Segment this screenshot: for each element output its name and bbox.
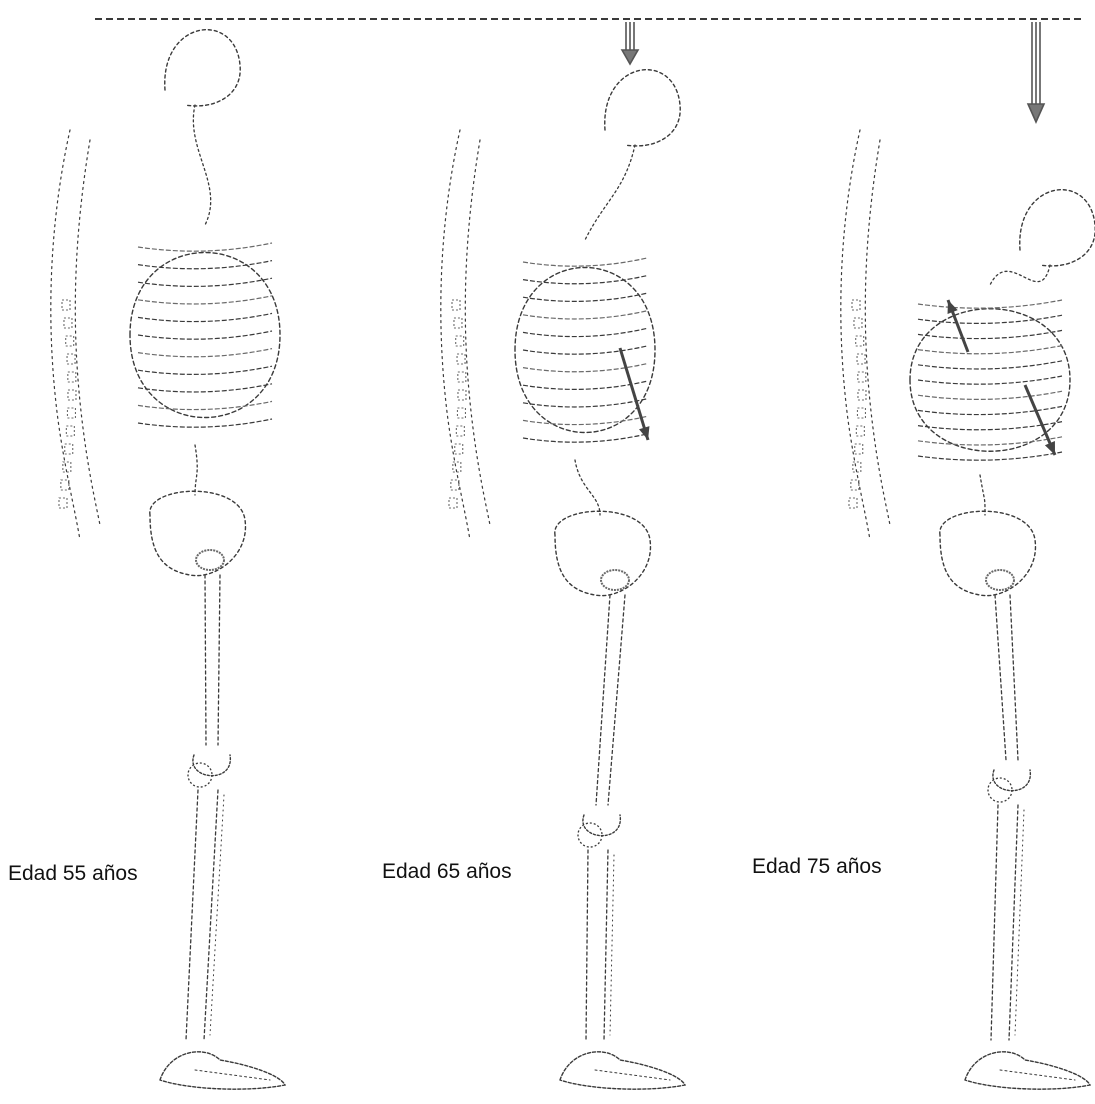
vertebra-mark (66, 426, 74, 436)
vertebra-mark (68, 390, 76, 400)
vertebra-mark (456, 336, 464, 346)
hip-joint-mark (986, 570, 1014, 590)
vertebra-mark (61, 480, 69, 490)
skeleton-age-75 (841, 130, 1095, 1089)
rib-mark (523, 381, 647, 389)
vertebra-mark (851, 480, 859, 490)
vertebra-mark (59, 498, 67, 508)
rib-mark (523, 328, 647, 336)
vertebra-mark (454, 318, 462, 328)
rib-mark (138, 313, 272, 321)
vertebra-mark (857, 408, 865, 418)
height-loss-arrow-65 (622, 22, 638, 64)
vertebra-mark (852, 300, 860, 310)
vertebra-mark (458, 372, 466, 382)
rib-mark (138, 243, 272, 251)
height-loss-arrow-75 (1028, 22, 1044, 122)
hip-joint-mark (601, 570, 629, 590)
vertebra-mark (456, 426, 464, 436)
vertebra-mark (457, 408, 465, 418)
vertebra-mark (66, 336, 74, 346)
vertebra-mark (64, 318, 72, 328)
rib-mark (918, 391, 1062, 399)
rib-mark (523, 258, 647, 266)
chest-compression-arrow-head (639, 426, 649, 440)
rib-mark (138, 419, 272, 427)
rib-mark (918, 376, 1062, 384)
rib-mark (138, 261, 272, 269)
vertebra-mark (67, 354, 75, 364)
vertebra-mark (452, 300, 460, 310)
skeleton-age-55 (51, 30, 285, 1089)
age-label-75: Edad 75 años (752, 855, 882, 879)
vertebra-mark (455, 444, 463, 454)
vertebra-mark (67, 408, 75, 418)
vertebra-mark (65, 444, 73, 454)
rib-mark (918, 315, 1062, 323)
rib-mark (523, 346, 647, 354)
age-label-65: Edad 65 años (382, 860, 512, 884)
rib-mark (523, 434, 647, 442)
rib-mark (523, 399, 647, 407)
vertebra-mark (858, 372, 866, 382)
vertebra-mark (451, 480, 459, 490)
vertebra-mark (854, 318, 862, 328)
rib-mark (918, 437, 1062, 445)
vertebra-mark (457, 354, 465, 364)
rib-mark (918, 452, 1062, 460)
rib-mark (918, 300, 1062, 308)
vertebra-mark (458, 390, 466, 400)
vertebra-mark (855, 444, 863, 454)
rib-mark (138, 296, 272, 304)
rib-mark (138, 278, 272, 286)
rib-mark (138, 366, 272, 374)
rib-mark (138, 331, 272, 339)
chest-compression-arrow (620, 348, 648, 440)
age-label-55: Edad 55 años (8, 862, 138, 886)
vertebra-mark (856, 426, 864, 436)
chest-compression-arrow-up-head (948, 300, 958, 314)
vertebra-mark (449, 498, 457, 508)
rib-mark (523, 311, 647, 319)
rib-mark (918, 346, 1062, 354)
hip-joint-mark (196, 550, 224, 570)
rib-mark (523, 416, 647, 424)
rib-mark (918, 330, 1062, 338)
vertebra-mark (849, 498, 857, 508)
vertebra-mark (856, 336, 864, 346)
vertebra-mark (858, 390, 866, 400)
rib-mark (138, 401, 272, 409)
rib-mark (138, 384, 272, 392)
rib-mark (918, 406, 1062, 414)
rib-mark (918, 361, 1062, 369)
rib-mark (523, 293, 647, 301)
vertebra-mark (62, 300, 70, 310)
vertebra-mark (68, 372, 76, 382)
rib-mark (138, 349, 272, 357)
vertebra-mark (857, 354, 865, 364)
skeleton-age-65 (441, 70, 685, 1089)
rib-mark (523, 276, 647, 284)
